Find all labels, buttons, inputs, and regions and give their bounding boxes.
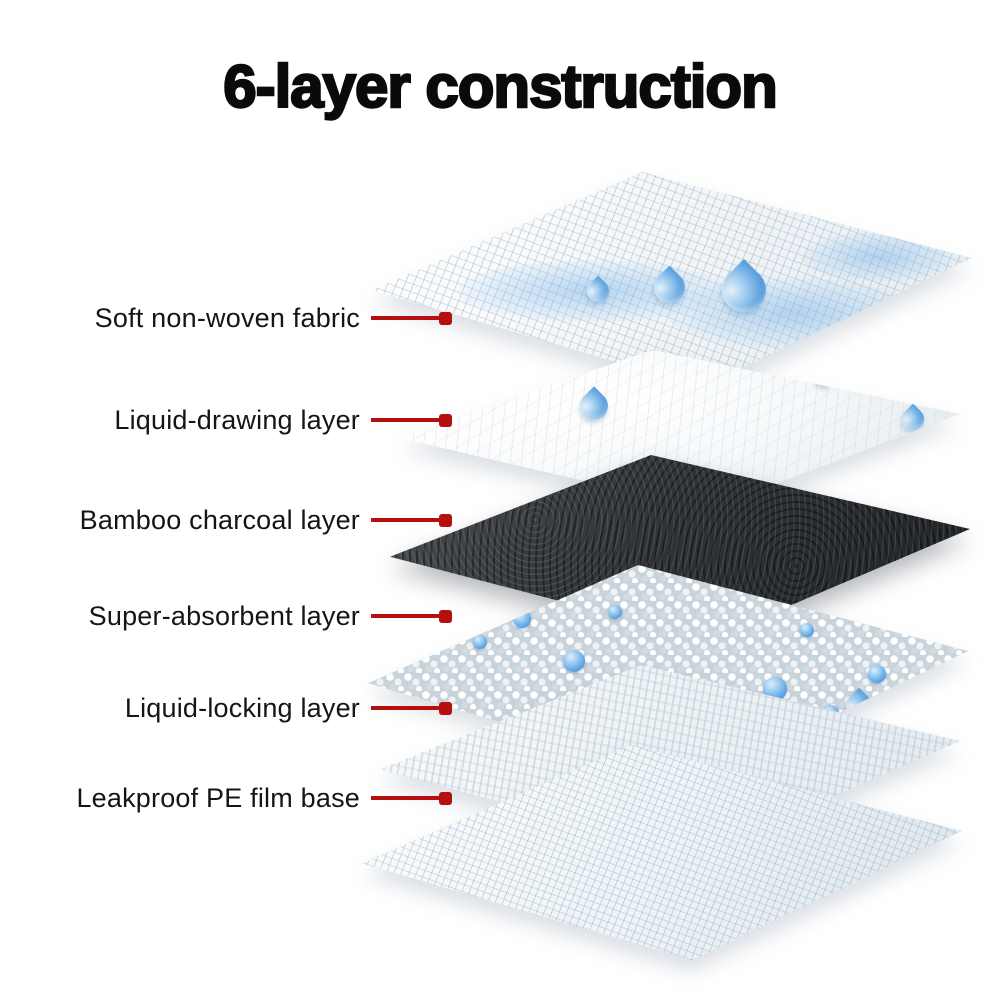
gel-bead (608, 605, 622, 619)
leader-endpoint (439, 609, 452, 623)
leader-endpoint (439, 513, 452, 527)
leader-line (371, 796, 439, 800)
layer-label: Soft non-woven fabric (94, 302, 360, 333)
water-droplet-icon (574, 386, 614, 426)
gel-bead (563, 650, 585, 672)
leader-endpoint (439, 701, 452, 715)
layer-label: Leakproof PE film base (76, 782, 360, 813)
leader-endpoint (439, 413, 452, 427)
gel-bead (800, 623, 814, 637)
label-leakproof-pe-film-base: Leakproof PE film base (40, 778, 452, 818)
label-bamboo-charcoal-layer: Bamboo charcoal layer (40, 500, 452, 540)
leader-endpoint (439, 791, 452, 805)
leader-line (371, 614, 439, 618)
leader-line (371, 316, 439, 320)
layer-label: Bamboo charcoal layer (79, 504, 360, 535)
label-liquid-drawing-layer: Liquid-drawing layer (40, 400, 452, 440)
water-puddle (802, 232, 952, 282)
label-column: Soft non-woven fabric Liquid-drawing lay… (40, 0, 452, 1000)
leader-line (371, 518, 439, 522)
label-soft-non-woven-fabric: Soft non-woven fabric (40, 298, 452, 338)
gel-bead (868, 665, 886, 683)
leader-line (371, 706, 439, 710)
water-droplet-icon (811, 364, 837, 390)
layer-label: Super-absorbent layer (88, 600, 360, 631)
leader-endpoint (439, 311, 452, 325)
water-puddle (667, 277, 917, 349)
leader-line (371, 418, 439, 422)
label-liquid-locking-layer: Liquid-locking layer (40, 688, 452, 728)
label-super-absorbent-layer: Super-absorbent layer (40, 596, 452, 636)
gel-bead (513, 610, 531, 628)
gel-bead (473, 635, 487, 649)
water-droplet-icon (897, 403, 929, 435)
layer-label: Liquid-locking layer (124, 692, 360, 723)
layer-label: Liquid-drawing layer (114, 404, 360, 435)
page-title: 6-layer construction (222, 52, 779, 121)
